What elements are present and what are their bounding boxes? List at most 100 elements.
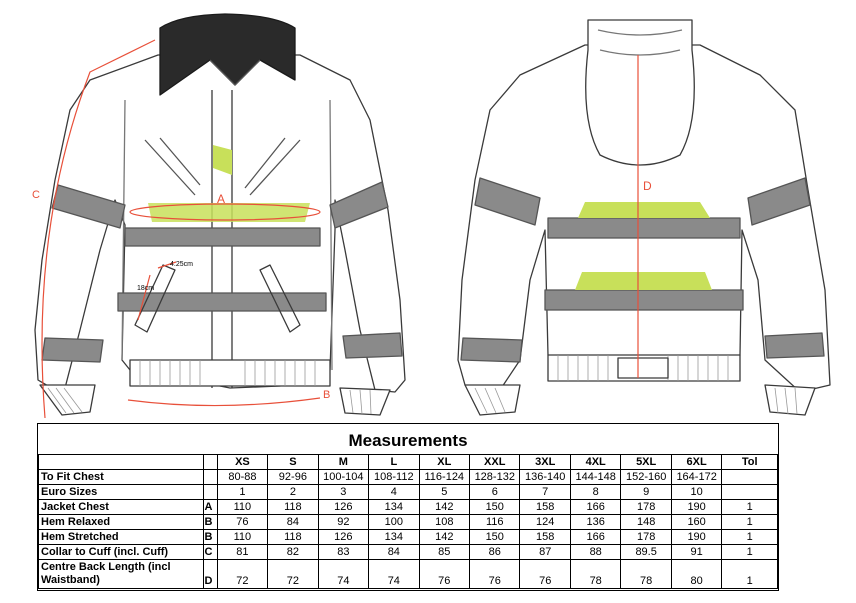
table-cell: 5 [418, 484, 471, 500]
row-label: Hem Stretched [38, 529, 204, 545]
front-right-sleeve-band [329, 181, 389, 229]
table-cell: 9 [620, 484, 672, 500]
table-cell: 78 [569, 559, 622, 589]
table-cell: 178 [620, 499, 672, 515]
table-cell: 80-88 [216, 469, 269, 485]
table-cell: 92-96 [267, 469, 319, 485]
header-blank-letter [202, 454, 218, 470]
table-cell: 142 [418, 529, 471, 545]
table-cell: 158 [519, 499, 571, 515]
table-cell: 6 [469, 484, 521, 500]
table-cell: 116 [469, 514, 521, 530]
tol-cell: 1 [721, 514, 778, 530]
row-letter: B [202, 514, 218, 530]
front-reflective-band-upper [124, 227, 321, 247]
jacket-illustration: A B C D 4.25cm 18cm [32, 13, 831, 419]
measure-c-label: C [32, 189, 40, 201]
table-cell: 150 [469, 529, 521, 545]
table-cell: 81 [216, 544, 269, 560]
table-cell: 88 [569, 544, 622, 560]
table-cell: 7 [519, 484, 571, 500]
row-label: Centre Back Length (incl Waistband) [38, 559, 204, 589]
size-header: 3XL [519, 454, 571, 470]
tol-cell: 1 [721, 559, 778, 589]
front-fluorescent-chest [148, 203, 310, 222]
jacket-front-view [34, 13, 406, 416]
row-letter [202, 469, 218, 485]
header-blank [38, 454, 204, 470]
front-left-pocket [134, 264, 176, 333]
measure-b-label: B [323, 389, 330, 401]
table-cell: 87 [519, 544, 571, 560]
pocket-width-label: 4.25cm [170, 261, 193, 268]
back-fluorescent-lower [575, 272, 712, 290]
size-header: XL [418, 454, 471, 470]
table-cell: 152-160 [620, 469, 672, 485]
row-label: Euro Sizes [38, 484, 204, 500]
table-cell: 100 [368, 514, 420, 530]
table-cell: 76 [418, 559, 471, 589]
table-cell: 1 [216, 484, 269, 500]
table-cell: 128-132 [469, 469, 521, 485]
tol-cell [721, 469, 778, 485]
tol-cell: 1 [721, 544, 778, 560]
row-letter: C [202, 544, 218, 560]
table-cell: 78 [620, 559, 672, 589]
table-cell: 178 [620, 529, 672, 545]
front-fluorescent-stripe [213, 145, 232, 175]
front-right-pocket [259, 264, 301, 333]
table-cell: 164-172 [670, 469, 723, 485]
table-cell: 10 [670, 484, 723, 500]
row-letter: B [202, 529, 218, 545]
pocket-height-label: 18cm [137, 285, 154, 292]
table-cell: 166 [569, 499, 622, 515]
front-left-cuff [39, 384, 96, 416]
back-right-cuff [764, 384, 816, 416]
row-letter: D [202, 559, 218, 589]
table-cell: 110 [216, 529, 269, 545]
table-title: Measurements [348, 431, 468, 450]
back-right-sleeve-band [747, 177, 811, 226]
table-cell: 83 [317, 544, 370, 560]
table-cell: 72 [267, 559, 319, 589]
front-waistband [129, 359, 331, 387]
size-header: 5XL [620, 454, 672, 470]
tol-cell [721, 484, 778, 500]
table-cell: 72 [216, 559, 269, 589]
table-cell: 136 [569, 514, 622, 530]
measure-c-line [41, 39, 156, 419]
back-left-sleeve-band-lower [460, 337, 523, 363]
measure-a-label: A [217, 192, 225, 206]
front-right-sleeve-band-lower [342, 332, 403, 359]
size-header: XS [216, 454, 269, 470]
table-cell: 86 [469, 544, 521, 560]
back-reflective-band-upper [547, 217, 741, 239]
table-cell: 84 [267, 514, 319, 530]
size-header: M [317, 454, 370, 470]
tol-cell: 1 [721, 499, 778, 515]
table-cell: 2 [267, 484, 319, 500]
back-fluorescent-upper [578, 202, 710, 218]
table-cell: 136-140 [519, 469, 571, 485]
size-header: L [368, 454, 420, 470]
table-cell: 8 [569, 484, 622, 500]
tol-header: Tol [721, 454, 778, 470]
table-cell: 100-104 [317, 469, 370, 485]
table-cell: 142 [418, 499, 471, 515]
measure-b-line [127, 397, 321, 407]
table-cell: 82 [267, 544, 319, 560]
table-cell: 108-112 [368, 469, 420, 485]
table-cell: 74 [368, 559, 420, 589]
tol-cell: 1 [721, 529, 778, 545]
table-cell: 4 [368, 484, 420, 500]
table-cell: 118 [267, 499, 319, 515]
table-cell: 126 [317, 529, 370, 545]
table-cell: 158 [519, 529, 571, 545]
front-right-cuff [339, 387, 391, 416]
